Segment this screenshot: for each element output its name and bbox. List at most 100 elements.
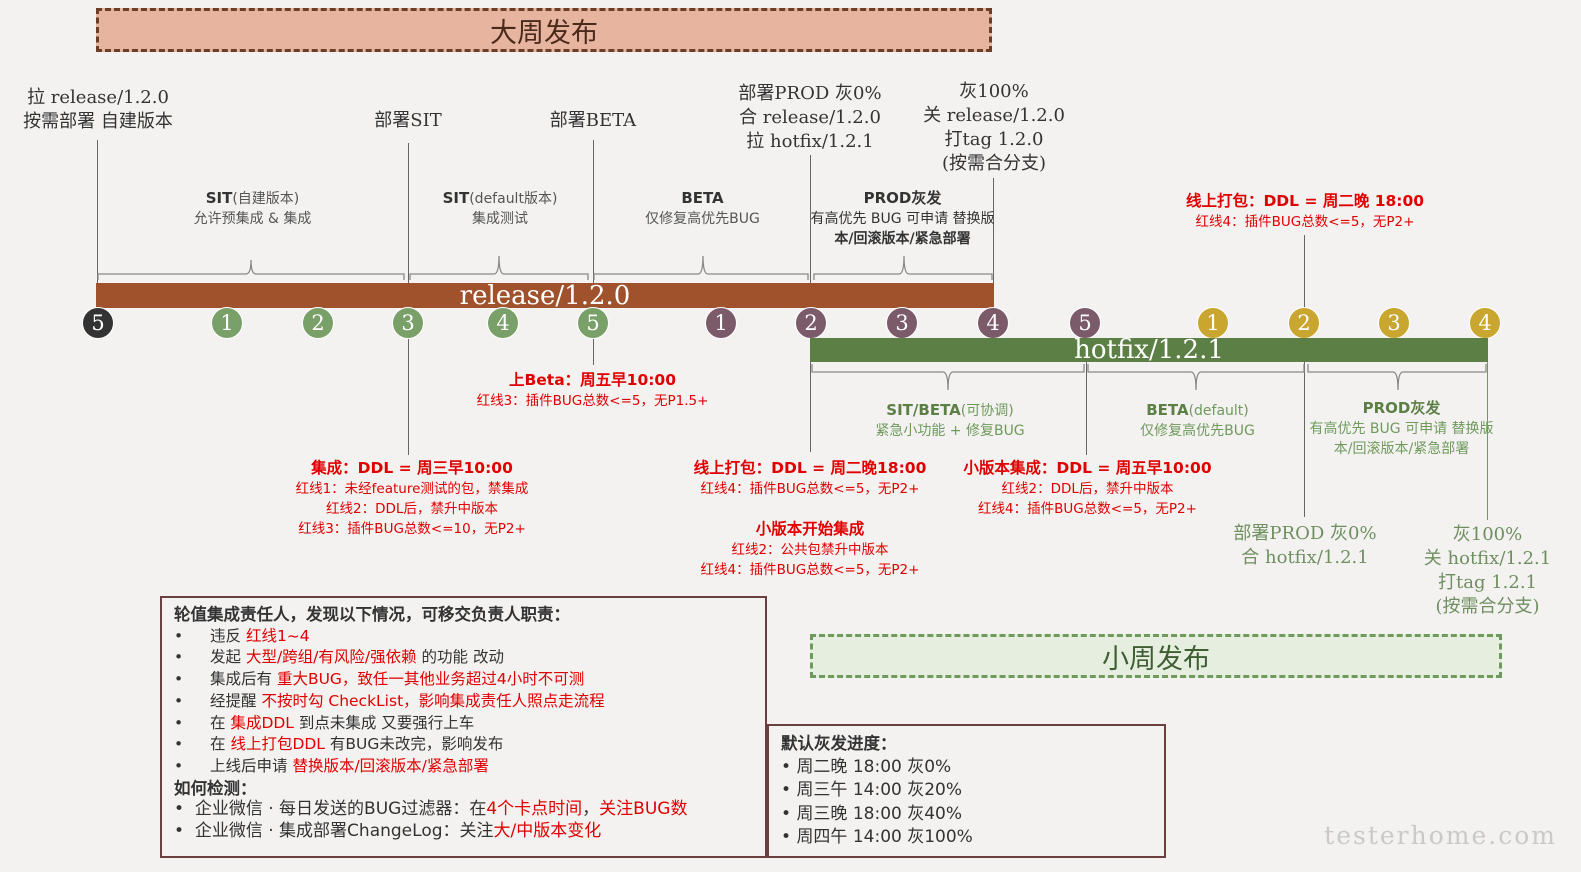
milestone-hotfix-deploy: 部署PROD 灰0% 合 hotfix/1.2.1 <box>1220 522 1390 570</box>
phase-hotfix-sit-sub: (可协调) <box>960 403 1014 419</box>
bullet: • <box>174 821 195 842</box>
responsibility-item: •在 集成DDL 到点未集成 又要强行上车 <box>174 713 753 735</box>
detect-item: • 企业微信 · 集成部署ChangeLog：关注大/中版本变化 <box>174 821 753 843</box>
dot-release-4: 4 <box>487 307 519 339</box>
dot-release-1: 1 <box>211 307 243 339</box>
milestone-hotfix-full-line1: 灰100% <box>1452 524 1523 545</box>
milestone-pull-line1: 拉 release/1.2.0 <box>27 87 169 108</box>
rollout-item: • 周三晚 18:00 灰40% <box>781 803 963 824</box>
release-bar-label: release/1.2.0 <box>459 280 631 311</box>
rollout-item: • 周四午 14:00 灰100% <box>781 827 973 847</box>
rollout-item: • 周二晚 18:00 灰0% <box>781 756 952 777</box>
dot-week2-1: 1 <box>705 307 737 339</box>
brace-prod <box>813 255 993 280</box>
responsibility-list: •违反 红线1~4•发起 大型/跨组/有风险/强依赖 的功能 改动•集成后有 重… <box>174 626 753 778</box>
item-text: 发起 <box>210 648 246 667</box>
detect-highlight: 大/中版本变化 <box>493 821 602 842</box>
milestone-hotfix-full-line2: 关 hotfix/1.2.1 <box>1423 548 1552 569</box>
item-text-tail: 到点未集成 又要强行上车 <box>293 713 475 732</box>
responsibility-box-title: 轮值集成责任人，发现以下情况，可移交负责人职责： <box>174 605 570 624</box>
dot-release-5: 5 <box>577 307 609 339</box>
release-bar: release/1.2.0 <box>96 280 994 311</box>
dot-release-2: 2 <box>302 307 334 339</box>
phase-hotfix-sit: SIT/BETA(可协调) 紧急小功能 + 修复BUG <box>860 400 1040 441</box>
responsibility-item: •集成后有 重大BUG，致任一其他业务超过4小时不可测 <box>174 669 753 691</box>
brace-hotfix-beta <box>1087 364 1305 391</box>
hotfix-bar-label: hotfix/1.2.1 <box>1074 335 1224 365</box>
dot-week3-3: 3 <box>1378 307 1410 339</box>
brace-hotfix-prod <box>1307 364 1487 391</box>
detect-highlight-2: 关注BUG数 <box>599 799 688 820</box>
milestone-sit: 部署SIT <box>374 110 442 131</box>
responsibility-box: 轮值集成责任人，发现以下情况，可移交负责人职责： •违反 红线1~4•发起 大型… <box>160 596 767 858</box>
phase-sit-default-sub: (default版本) <box>469 191 558 207</box>
small-release-banner: 小周发布 <box>810 634 1502 678</box>
milestone-prod: 部署PROD 灰0% 合 release/1.2.0 拉 hotfix/1.2.… <box>720 82 900 154</box>
phase-hotfix-prod-title: PROD灰发 <box>1362 399 1441 417</box>
detect-text: 企业微信 · 每日发送的BUG过滤器：在 <box>194 799 487 820</box>
milestone-prod-line2: 合 release/1.2.0 <box>739 107 881 128</box>
milestone-prod-line3: 拉 hotfix/1.2.1 <box>746 131 874 152</box>
milestone-hotfix-full-line4: (按需合分支) <box>1435 596 1540 617</box>
dot-week2-2: 2 <box>795 307 827 339</box>
note-online-pack: 线上打包：DDL = 周二晚18:00 红线4：插件BUG总数<=5，无P2+ <box>670 458 950 499</box>
phase-beta-desc: 仅修复高优先BUG <box>645 211 760 227</box>
milestone-line-pull <box>97 140 98 285</box>
dot-week2-4: 4 <box>977 307 1009 339</box>
bullet: • <box>174 735 184 754</box>
item-text: 在 <box>210 713 231 732</box>
detect-text-mid: ， <box>582 799 600 820</box>
hotfix-bar: hotfix/1.2.1 <box>810 335 1488 365</box>
bullet: • <box>174 648 184 667</box>
phase-sit-self-desc: 允许预集成 & 集成 <box>193 211 312 227</box>
phase-hotfix-beta-desc: 仅修复高优先BUG <box>1140 423 1255 439</box>
big-release-banner: 大周发布 <box>96 8 992 52</box>
release-braces <box>97 255 993 280</box>
rollout-item-text: 周三午 14:00 灰20% <box>796 780 963 800</box>
note-small-start-title: 小版本开始集成 <box>755 520 865 538</box>
responsibility-item: •在 线上打包DDL 有BUG未改完，影响发布 <box>174 734 753 756</box>
detect-item: • 企业微信 · 每日发送的BUG过滤器：在4个卡点时间，关注BUG数 <box>174 799 753 821</box>
phase-hotfix-sit-title: SIT/BETA <box>886 401 961 419</box>
brace-sit-default <box>409 255 589 280</box>
rollout-item: • 周三午 14:00 灰20% <box>781 780 963 800</box>
item-highlight: 重大BUG，致任一其他业务超过4小时不可测 <box>276 670 585 689</box>
note-beta: 上Beta：周五早10:00 红线3：插件BUG总数<=5，无P1.5+ <box>455 370 730 411</box>
responsibility-item: •发起 大型/跨组/有风险/强依赖 的功能 改动 <box>174 647 753 669</box>
milestone-beta: 部署BETA <box>549 110 637 131</box>
phase-sit-self-title: SIT <box>205 189 233 207</box>
phase-prod: PROD灰发 有高优先 BUG 可申请 替换版 本/回滚版本/紧急部署 <box>795 188 1010 249</box>
responsibility-item: •经提醒 不按时勾 CheckList，影响集成责任人照点走流程 <box>174 691 753 713</box>
note-beta-title: 上Beta：周五早10:00 <box>508 371 677 389</box>
hotfix-braces <box>811 364 1487 391</box>
phase-sit-default-title: SIT <box>442 189 470 207</box>
note-online-pack-line1: 红线4：插件BUG总数<=5，无P2+ <box>700 481 920 497</box>
brace-sit-self <box>97 259 405 280</box>
milestone-pull: 拉 release/1.2.0 按需部署 自建版本 <box>8 86 188 134</box>
bullet: • <box>174 626 184 645</box>
note-online-pack-title: 线上打包：DDL = 周二晚18:00 <box>693 459 927 477</box>
small-release-title: 小周发布 <box>1102 643 1210 675</box>
phase-hotfix-beta: BETA(default) 仅修复高优先BUG <box>1110 400 1285 441</box>
phase-prod-title: PROD灰发 <box>863 189 942 207</box>
item-text: 经提醒 <box>210 691 262 710</box>
item-highlight: 替换版本/回滚版本/紧急部署 <box>292 756 489 775</box>
phase-beta: BETA 仅修复高优先BUG <box>610 188 795 229</box>
item-text: 违反 <box>210 626 246 645</box>
note-minor-integrate-line1: 红线2：DDL后，禁升中版本 <box>1001 481 1174 497</box>
note-integrate-line3: 红线3：插件BUG总数<=10，无P2+ <box>298 521 526 537</box>
detect-title: 如何检测： <box>174 778 257 798</box>
note-integrate-title: 集成：DDL = 周三早10:00 <box>311 459 513 477</box>
milestone-line-hotfix-deploy <box>1304 235 1305 517</box>
item-highlight: 不按时勾 CheckList，影响集成责任人照点走流程 <box>261 691 605 710</box>
phase-beta-title: BETA <box>681 189 724 207</box>
milestone-hotfix-deploy-line2: 合 hotfix/1.2.1 <box>1241 547 1369 568</box>
bullet: • <box>174 670 184 689</box>
milestone-line-minor <box>1086 338 1087 455</box>
watermark: testerhome.com <box>1324 821 1557 850</box>
note-small-start: 小版本开始集成 红线2：公共包禁升中版本 红线4：插件BUG总数<=5，无P2+ <box>670 519 950 580</box>
item-text-tail: 的功能 改动 <box>416 648 504 667</box>
detect-list: • 企业微信 · 每日发送的BUG过滤器：在4个卡点时间，关注BUG数• 企业微… <box>174 799 753 842</box>
phase-hotfix-beta-sub: (default) <box>1188 403 1249 419</box>
big-release-title: 大周发布 <box>490 17 598 49</box>
